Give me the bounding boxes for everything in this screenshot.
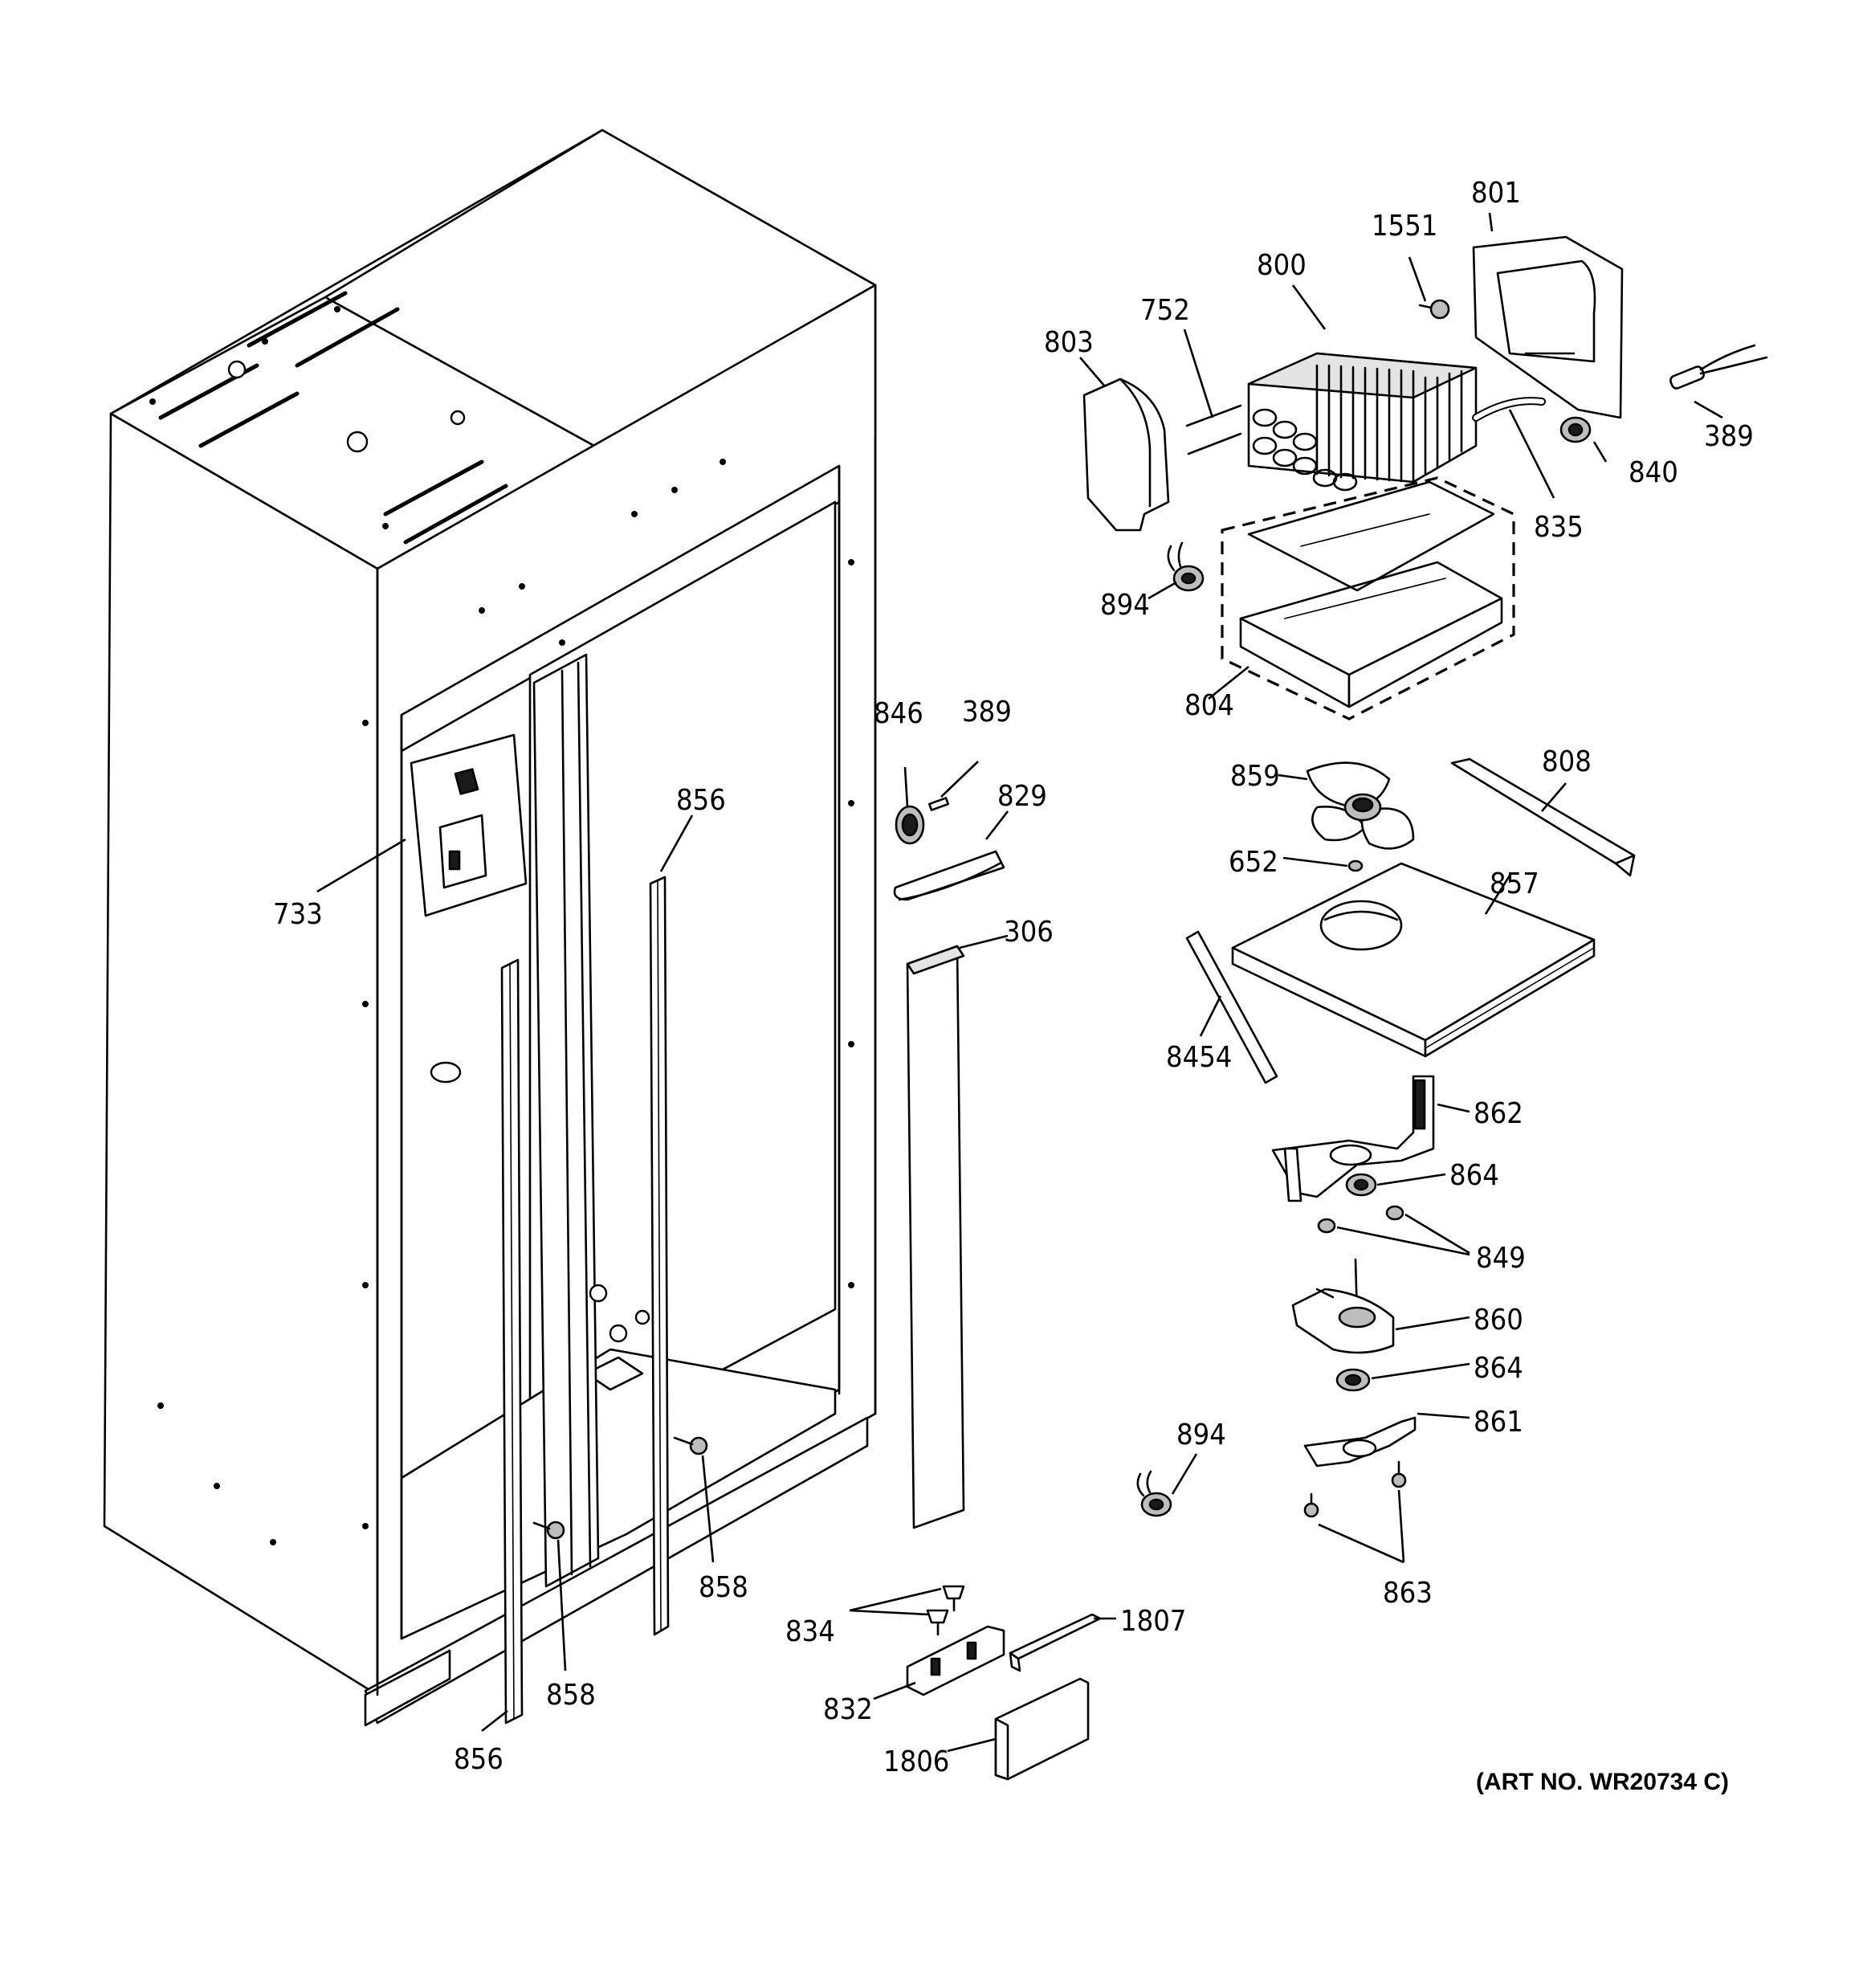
thermistor-389: [1669, 344, 1768, 390]
callout-389-cabinet: 389: [962, 696, 1012, 729]
callout-894-lower: 894: [1176, 1419, 1226, 1451]
cabinet-left-side: [103, 412, 379, 1696]
callout-894-upper: 894: [1100, 589, 1150, 622]
callout-859: 859: [1230, 760, 1280, 793]
fan-motor-860: [1291, 1258, 1395, 1354]
callout-829: 829: [997, 780, 1047, 813]
callout-803: 803: [1044, 326, 1094, 359]
drain-pan-assembly-outline: [1221, 476, 1515, 720]
callout-8454: 8454: [1166, 1041, 1232, 1074]
refrigerator-cabinet: [103, 129, 877, 1727]
bottom-trim: [364, 1649, 451, 1727]
motor-bracket-862: [1271, 1075, 1435, 1202]
art-number: (ART NO. WR20734 C): [1476, 1769, 1729, 1795]
thermostat-894-upper: [1167, 541, 1205, 592]
fan-cover-857: [1231, 862, 1596, 1058]
gasket-8454: [1185, 930, 1278, 1084]
callout-861: 861: [1474, 1406, 1523, 1439]
mullion-edge-1: [561, 669, 573, 1576]
callout-808: 808: [1542, 745, 1592, 778]
callout-834: 834: [785, 1615, 835, 1648]
screw-858-lower: [532, 1521, 565, 1540]
bracket-832: [906, 1625, 1005, 1696]
callout-1807: 1807: [1120, 1605, 1186, 1638]
thermostat-894-lower: [1136, 1470, 1172, 1517]
callout-856-lower: 856: [454, 1743, 503, 1776]
drain-pan-804: [1239, 480, 1503, 708]
grommet-840: [1559, 416, 1592, 443]
callout-863: 863: [1383, 1577, 1433, 1610]
evaporator-800: [1247, 352, 1546, 492]
screws-863: [1303, 1460, 1407, 1518]
grommets-849: [1317, 1205, 1404, 1234]
callout-752: 752: [1140, 294, 1190, 327]
control-bracket-733: [410, 733, 528, 917]
callout-864-upper: 864: [1449, 1159, 1499, 1192]
callout-1806: 1806: [883, 1745, 949, 1778]
callout-1551: 1551: [1372, 210, 1437, 243]
callout-858-upper: 858: [699, 1571, 748, 1604]
liner-floor-plate: [585, 1356, 644, 1391]
callout-840: 840: [1629, 456, 1678, 489]
callout-857: 857: [1490, 867, 1539, 900]
callout-733: 733: [273, 898, 323, 931]
strip-1807: [1009, 1613, 1102, 1672]
evaporator-back-panel-801: [1472, 235, 1624, 419]
callout-864-lower: 864: [1474, 1352, 1523, 1385]
mullion-edge-2: [577, 661, 592, 1568]
light-socket-846: [895, 805, 925, 845]
callout-804: 804: [1184, 689, 1234, 722]
callout-862: 862: [1474, 1097, 1523, 1130]
grommet-864-lower: [1335, 1368, 1371, 1392]
callout-306: 306: [1004, 916, 1054, 949]
evaporator-cover-803: [1082, 378, 1170, 532]
motor-bracket-861: [1303, 1416, 1417, 1468]
callout-801: 801: [1471, 177, 1521, 210]
callout-858-lower: 858: [546, 1679, 596, 1712]
callout-860: 860: [1474, 1304, 1523, 1337]
screw-858-upper: [673, 1436, 708, 1455]
callout-835: 835: [1534, 511, 1584, 544]
callout-846: 846: [874, 697, 923, 730]
defrost-heater-752: [1185, 404, 1242, 455]
callout-832: 832: [823, 1693, 873, 1726]
cabinet-details: [149, 291, 854, 1545]
callout-800: 800: [1257, 249, 1307, 282]
trim-strip-856-upper: [649, 876, 670, 1636]
bulb-389-cabinet: [927, 797, 950, 811]
fan-blade-859: [1306, 761, 1415, 850]
light-shield-829: [893, 850, 1005, 901]
callout-856-upper: 856: [676, 784, 726, 817]
trim-strip-856-lower: [500, 958, 524, 1725]
screw-1551: [1418, 299, 1450, 320]
mullion-cover-306: [906, 945, 965, 1529]
callout-652: 652: [1229, 846, 1278, 879]
leader-lines: [316, 212, 1723, 1753]
callout-labels: 801 1551 800 752 803 389 840 835 894 804…: [273, 177, 1754, 1778]
cover-1806: [994, 1677, 1090, 1781]
nut-652: [1347, 859, 1364, 872]
caps-834: [926, 1585, 965, 1636]
grommet-864-upper: [1345, 1173, 1377, 1197]
callout-389-thermistor: 389: [1704, 420, 1754, 453]
callout-849: 849: [1476, 1242, 1526, 1275]
